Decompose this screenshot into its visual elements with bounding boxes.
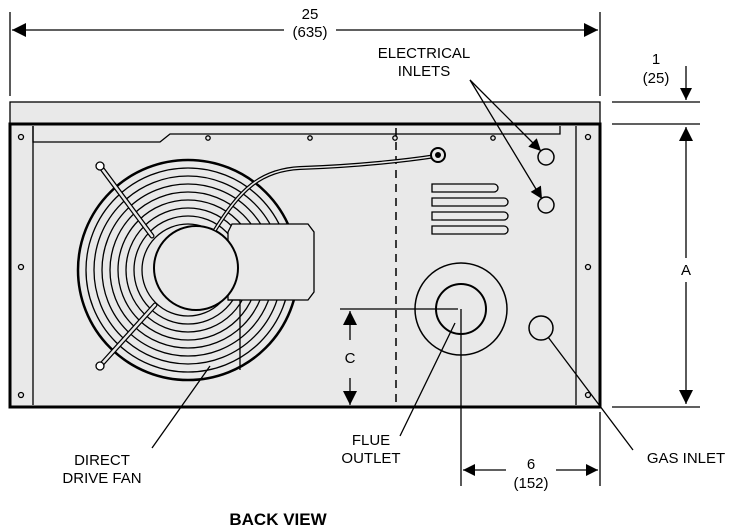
view-title: BACK VIEW	[229, 510, 327, 529]
electrical-label-1: ELECTRICAL	[378, 45, 471, 62]
screw-icon	[392, 135, 398, 141]
screw-icon	[205, 135, 211, 141]
width-dimension: 25 (635)	[9, 6, 601, 96]
fan-label-2: DRIVE FAN	[62, 470, 141, 487]
gas-inlet-icon	[528, 315, 554, 341]
motor-hub	[153, 225, 239, 311]
width-inches: 25	[302, 6, 319, 23]
back-panel-outline	[8, 122, 602, 409]
screw-icon	[584, 133, 592, 141]
offset-mm: (152)	[513, 475, 548, 492]
electrical-inlet-icon	[537, 196, 555, 214]
electrical-inlet-icon	[537, 148, 555, 166]
offset-inches: 6	[527, 456, 535, 473]
fan-assembly	[76, 147, 446, 382]
screw-icon	[584, 391, 592, 399]
fan-label-1: DIRECT	[74, 452, 130, 469]
gas-callout: GAS INLET	[547, 336, 725, 467]
flange-dimension: 1 (25)	[612, 51, 700, 125]
screw-icon	[17, 391, 25, 399]
fan-callout: DIRECT DRIVE FAN	[62, 365, 211, 487]
flue-callout: FLUE OUTLET	[341, 322, 456, 467]
flue-height-dimension: C	[340, 308, 458, 405]
height-label: A	[681, 262, 691, 279]
height-dimension: A	[612, 127, 700, 408]
flue-label-2: OUTLET	[341, 450, 400, 467]
electrical-callout: ELECTRICAL INLETS	[378, 45, 543, 200]
flange-inches: 1	[652, 51, 660, 68]
screw-icon	[17, 133, 25, 141]
flange-mm: (25)	[643, 70, 670, 87]
electrical-label-2: INLETS	[398, 63, 451, 80]
flue-label-1: FLUE	[352, 432, 390, 449]
screw-icon	[490, 135, 496, 141]
screw-icon	[17, 263, 25, 271]
offset-dimension: 6 (152)	[460, 309, 601, 492]
gas-label: GAS INLET	[647, 450, 725, 467]
flue-height-label: C	[345, 350, 356, 367]
screw-icon	[584, 263, 592, 271]
louvers	[431, 183, 509, 235]
top-flange	[9, 101, 601, 127]
screw-icon	[307, 135, 313, 141]
width-mm: (635)	[292, 24, 327, 41]
